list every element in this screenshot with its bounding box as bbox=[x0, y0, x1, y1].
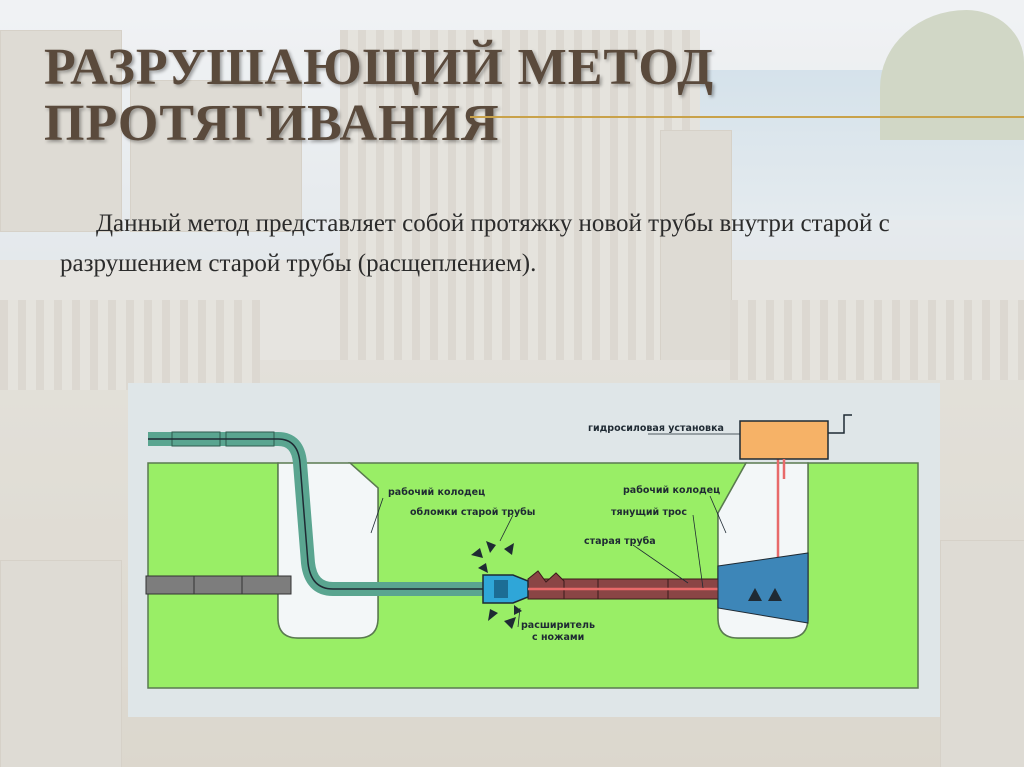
label-hydraulic-unit: гидросиловая установка bbox=[588, 423, 724, 434]
title-underline bbox=[470, 116, 1024, 118]
pit-left bbox=[277, 462, 379, 639]
label-pulling-cable: тянущий трос bbox=[611, 507, 687, 518]
label-expander-line-2: с ножами bbox=[532, 632, 584, 643]
slide-description: Данный метод представляет собой протяжку… bbox=[60, 210, 890, 277]
old-pipe-fragments bbox=[471, 541, 522, 629]
label-expander-line-1: расширитель bbox=[521, 620, 595, 631]
pipe-bursting-diagram: гидросиловая установка рабочий колодец р… bbox=[128, 383, 940, 717]
slide-title: РАЗРУШАЮЩИЙ МЕТОД ПРОТЯГИВАНИЯ bbox=[44, 40, 714, 152]
hydraulic-unit bbox=[739, 420, 829, 460]
label-old-pipe: старая труба bbox=[584, 536, 656, 547]
label-working-pit-right: рабочий колодец bbox=[623, 485, 720, 496]
title-line-1: РАЗРУШАЮЩИЙ МЕТОД bbox=[44, 39, 715, 96]
title-line-2: ПРОТЯГИВАНИЯ bbox=[44, 95, 500, 152]
pulling-head bbox=[717, 552, 809, 624]
label-working-pit-left: рабочий колодец bbox=[388, 487, 485, 498]
existing-pipe-left bbox=[145, 575, 292, 595]
label-old-pipe-fragments: обломки старой трубы bbox=[410, 507, 535, 518]
